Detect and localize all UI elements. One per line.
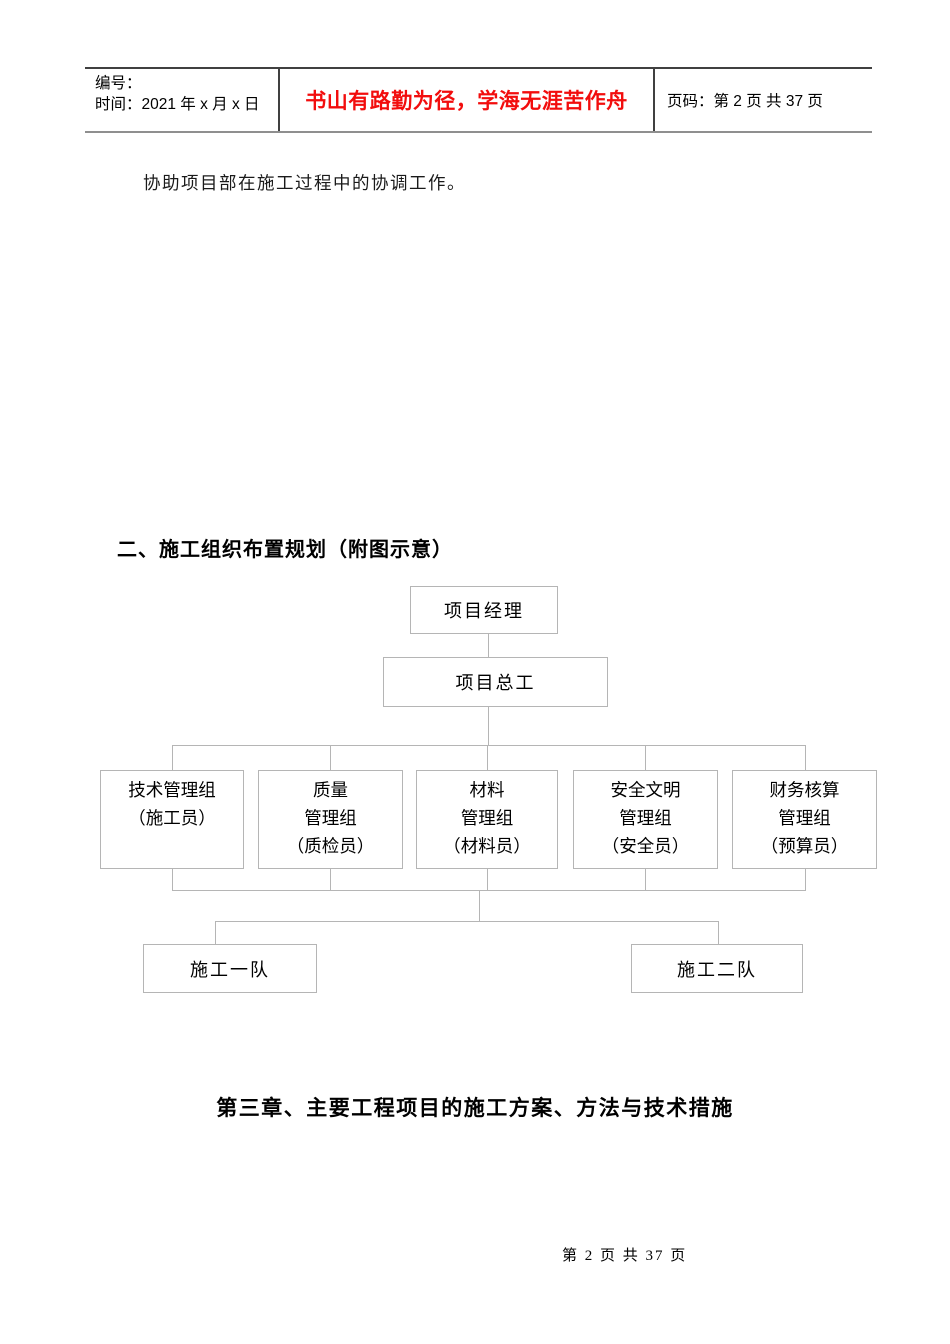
connector-bus-bottom — [215, 921, 719, 922]
connector-drop-team2 — [718, 921, 719, 944]
connector-stub-up-1 — [172, 869, 173, 890]
org-node-line: 质量 — [313, 780, 348, 800]
connector-stub-up-4 — [645, 869, 646, 890]
connector-stub-down-4 — [645, 745, 646, 770]
body-paragraph: 协助项目部在施工过程中的协调工作。 — [143, 173, 466, 193]
connector-root-to-chief — [488, 634, 489, 657]
org-node-tech-group: 技术管理组 （施工员） — [100, 770, 244, 869]
connector-stub-down-2 — [330, 745, 331, 770]
chapter-3-heading: 第三章、主要工程项目的施工方案、方法与技术措施 — [216, 1097, 734, 1120]
org-node-safety-group: 安全文明 管理组 （安全员） — [573, 770, 718, 869]
org-node-line: 安全文明 — [610, 780, 681, 800]
org-node-construction-team-1: 施工一队 — [143, 944, 317, 993]
org-node-line: 财务核算 — [769, 780, 840, 800]
header-cell-slogan: 书山有路勤为径，学海无涯苦作舟 — [280, 69, 655, 131]
org-node-line: 管理组 — [619, 808, 672, 828]
page-footer: 第 2 页 共 37 页 — [562, 1248, 688, 1264]
connector-bus-middle — [172, 890, 806, 891]
section-2-heading: 二、施工组织布置规划（附图示意） — [117, 539, 453, 561]
org-node-material-group: 材料 管理组 （材料员） — [416, 770, 558, 869]
org-node-line: （安全员） — [601, 836, 690, 856]
org-node-line: 材料 — [469, 780, 505, 800]
connector-stub-down-5 — [805, 745, 806, 770]
header-table: 编号： 时间：2021 年 x 月 x 日 书山有路勤为径，学海无涯苦作舟 页码… — [85, 67, 872, 133]
org-node-line: （质检员） — [286, 836, 375, 856]
connector-chief-to-bus — [488, 707, 489, 745]
org-node-line: （预算员） — [760, 836, 849, 856]
header-number-label: 编号： — [95, 75, 142, 92]
connector-stub-down-1 — [172, 745, 173, 770]
org-node-line: （材料员） — [443, 836, 531, 856]
connector-bus-top — [172, 745, 806, 746]
org-node-construction-team-2: 施工二队 — [631, 944, 803, 993]
org-node-line: 管理组 — [304, 808, 357, 828]
org-node-finance-group: 财务核算 管理组 （预算员） — [732, 770, 877, 869]
org-node-line: 管理组 — [460, 808, 514, 828]
header-page-info: 页码：第 2 页 共 37 页 — [667, 93, 823, 110]
header-cell-meta: 编号： 时间：2021 年 x 月 x 日 — [85, 69, 280, 131]
connector-stub-up-5 — [805, 869, 806, 890]
connector-stub-up-2 — [330, 869, 331, 890]
org-node-line: 技术管理组 — [128, 780, 216, 800]
org-node-project-manager: 项目经理 — [410, 586, 558, 634]
connector-stub-down-3 — [487, 745, 488, 770]
org-node-line: （施工员） — [128, 808, 216, 828]
org-node-chief-engineer: 项目总工 — [383, 657, 608, 707]
org-node-line: 管理组 — [778, 808, 831, 828]
header-cell-page: 页码：第 2 页 共 37 页 — [655, 69, 872, 131]
org-node-quality-group: 质量 管理组 （质检员） — [258, 770, 403, 869]
connector-stub-up-3 — [487, 869, 488, 890]
connector-center-drop — [479, 890, 480, 921]
header-date-label: 时间：2021 年 x 月 x 日 — [95, 96, 260, 113]
connector-drop-team1 — [215, 921, 216, 944]
header-slogan-text: 书山有路勤为径，学海无涯苦作舟 — [305, 90, 628, 113]
